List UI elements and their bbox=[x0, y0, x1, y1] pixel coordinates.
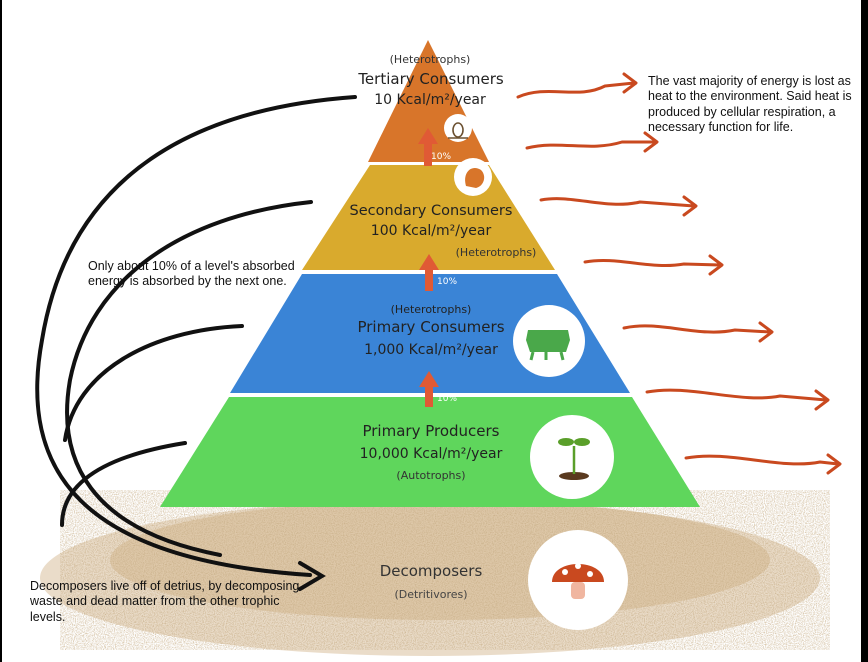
heat-arrow-primary-2 bbox=[645, 388, 830, 411]
heat-arrow-tertiary-2 bbox=[525, 131, 659, 153]
tertiary-energy: 10 Kcal/m²/year bbox=[374, 92, 486, 108]
heat-loss-note: The vast majority of energy is lost as h… bbox=[648, 74, 852, 134]
tertiary-qualifier: (Heterotrophs) bbox=[390, 53, 471, 66]
heat-arrow-secondary-2 bbox=[583, 254, 724, 276]
transfer-arrows: 10% 10% 10% bbox=[418, 128, 457, 407]
decomposer-arrows bbox=[35, 95, 357, 591]
curve-from-producers bbox=[60, 441, 187, 527]
transfer-arrow-primary-to-secondary: 10% bbox=[419, 254, 457, 291]
producers-energy: 10,000 Kcal/m²/year bbox=[360, 446, 503, 462]
frame-edge-left bbox=[0, 0, 2, 662]
decomposers-name: Decomposers bbox=[380, 562, 483, 580]
primary-consumers-energy: 1,000 Kcal/m²/year bbox=[364, 342, 498, 358]
decomposer-arrowhead bbox=[298, 561, 326, 591]
owl-icon bbox=[444, 114, 472, 142]
secondary-energy: 100 Kcal/m²/year bbox=[371, 223, 492, 239]
heat-arrow-primary bbox=[622, 321, 774, 343]
curve-from-primary bbox=[63, 324, 244, 442]
transfer-label: 10% bbox=[431, 152, 451, 162]
primary-consumers-name: Primary Consumers bbox=[357, 318, 504, 336]
heat-arrow-producers bbox=[684, 453, 842, 475]
decomposers-qualifier: (Detritivores) bbox=[394, 588, 467, 601]
secondary-qualifier: (Heterotrophs) bbox=[456, 246, 537, 259]
tier-labels: (Heterotrophs) Tertiary Consumers 10 Kca… bbox=[350, 53, 537, 601]
tertiary-name: Tertiary Consumers bbox=[357, 70, 504, 88]
heat-loss-arrows bbox=[516, 72, 842, 475]
decomposers-note: Decomposers live off of detrius, by deco… bbox=[30, 579, 300, 624]
sprout-icon bbox=[530, 415, 614, 499]
frame-edge-right bbox=[861, 0, 868, 662]
transfer-arrow-secondary-to-tertiary: 10% bbox=[418, 128, 451, 166]
curve-from-secondary bbox=[65, 200, 313, 557]
primary-consumers-qualifier: (Heterotrophs) bbox=[391, 303, 472, 316]
producers-name: Primary Producers bbox=[362, 422, 499, 440]
mushroom-icon bbox=[528, 530, 628, 630]
bird-icon bbox=[454, 158, 492, 196]
transfer-label: 10% bbox=[437, 394, 457, 404]
transfer-label: 10% bbox=[437, 277, 457, 287]
energy-transfer-note: Only about 10% of a level's absorbed ene… bbox=[88, 259, 295, 289]
heat-arrow-secondary bbox=[539, 195, 698, 217]
secondary-name: Secondary Consumers bbox=[350, 203, 513, 219]
tier-secondary-consumers bbox=[302, 165, 555, 270]
heat-arrow-tertiary bbox=[516, 72, 638, 99]
curve-from-tertiary bbox=[35, 95, 357, 577]
producers-qualifier: (Autotrophs) bbox=[396, 469, 465, 482]
transfer-arrow-producers-to-primary: 10% bbox=[419, 371, 457, 407]
insect-icon bbox=[513, 305, 585, 377]
